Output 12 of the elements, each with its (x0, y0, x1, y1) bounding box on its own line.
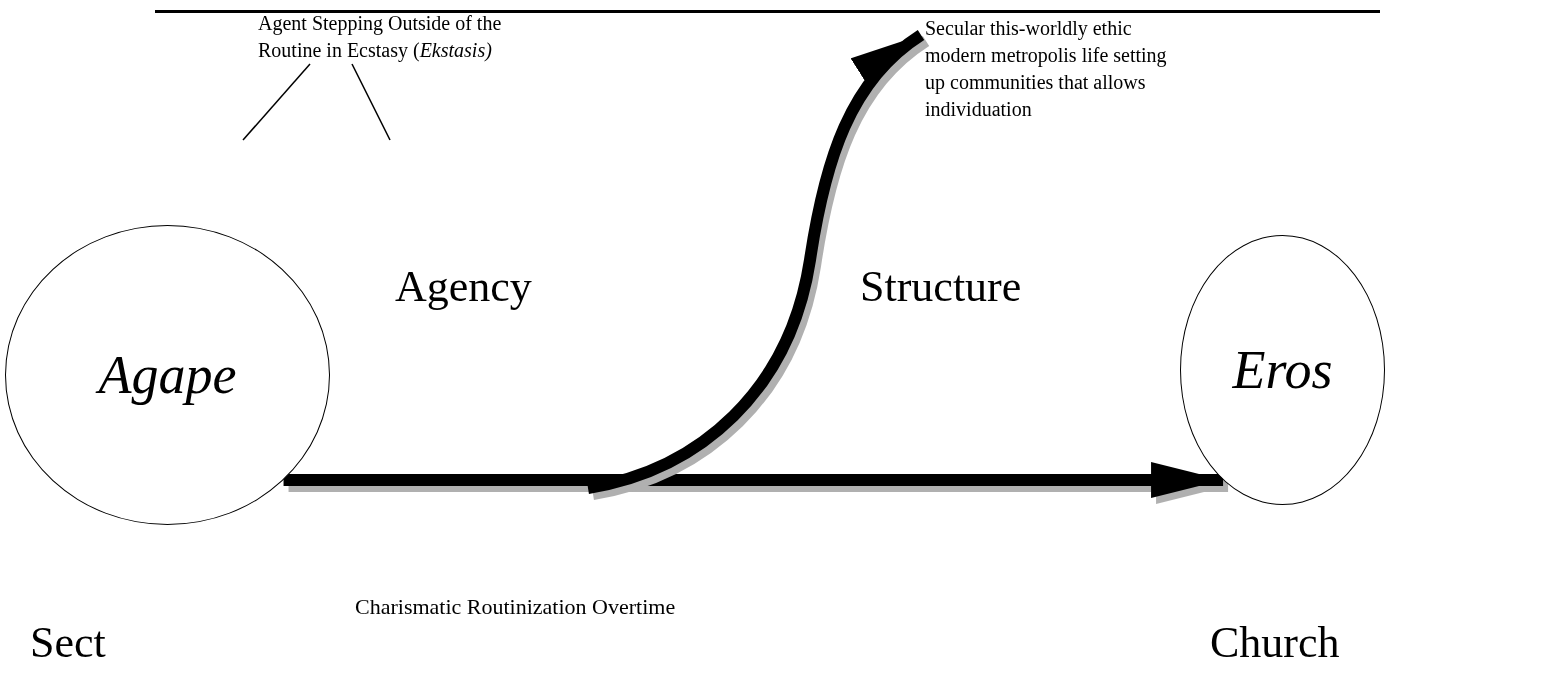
arrow (586, 30, 925, 494)
caption-text: Sect (30, 618, 106, 668)
note-text: Charismatic Routinization Overtime (355, 594, 676, 620)
line (351, 63, 391, 141)
arrow (283, 462, 1224, 498)
annotation-text: Agent Stepping Outside of the Routine in Ecstasy (Ekstasis) (258, 10, 558, 64)
caption-text: Church (1210, 618, 1340, 668)
node-label: Eros (1232, 339, 1333, 401)
heading-label: Agency (395, 262, 532, 312)
heading-label: Structure (860, 262, 1022, 312)
annotation-text: Secular this-worldly ethic modern metropolis life setting up communities that allows individuation (925, 15, 1190, 123)
line (242, 63, 311, 141)
